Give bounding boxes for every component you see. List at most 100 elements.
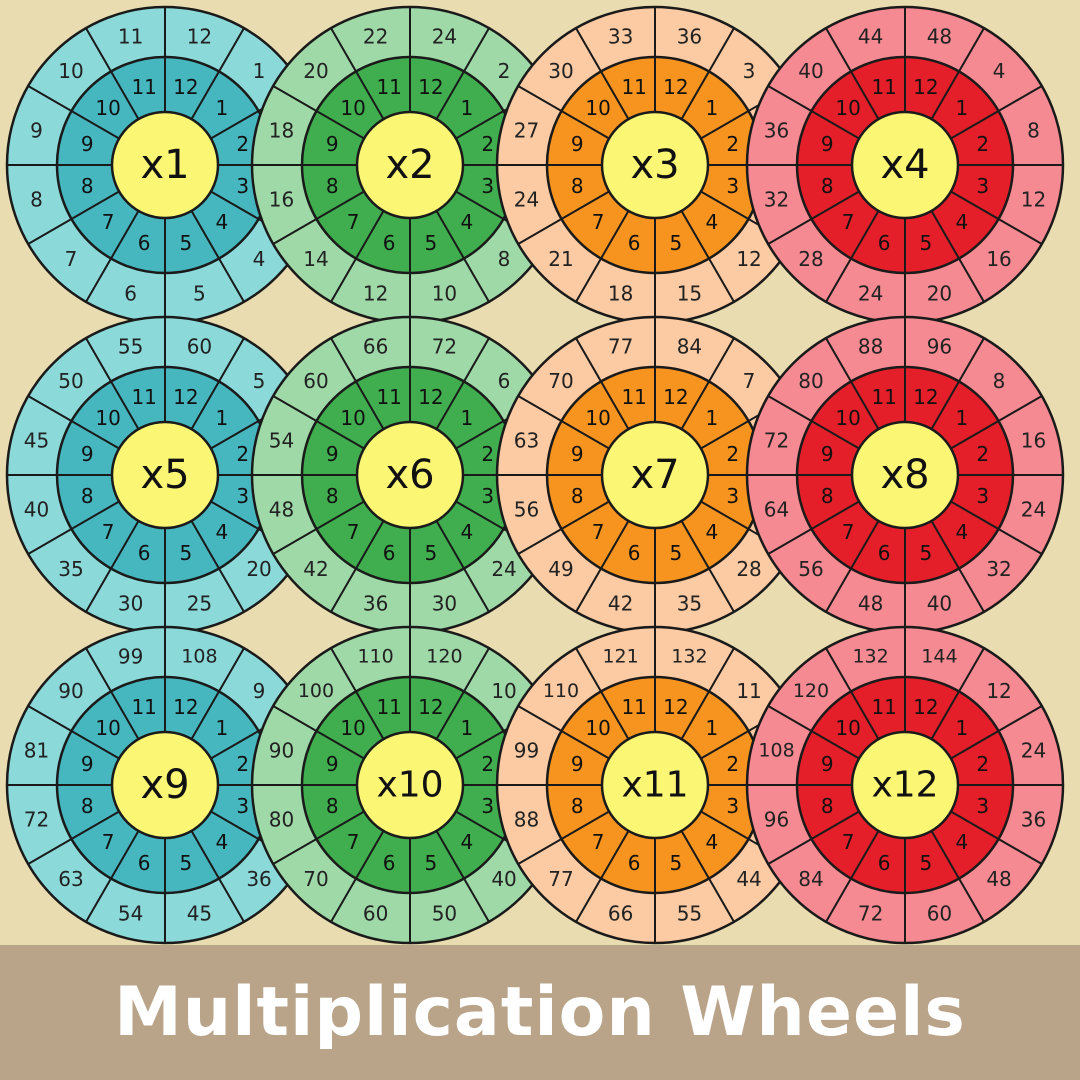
segment-divider xyxy=(680,647,735,740)
multiplier-number: 5 xyxy=(919,851,932,875)
multiplier-number: 3 xyxy=(236,174,249,198)
segment-divider xyxy=(85,337,140,430)
multiplier-number: 12 xyxy=(663,695,688,719)
segment-divider xyxy=(517,500,610,555)
multiplier-number: 6 xyxy=(878,231,891,255)
segment-divider xyxy=(435,27,490,120)
segment-divider xyxy=(825,27,880,120)
product-number: 12 xyxy=(187,25,212,49)
product-number: 45 xyxy=(24,429,49,453)
product-number: 24 xyxy=(1021,739,1046,763)
segment-divider xyxy=(825,520,880,613)
multiplier-number: 12 xyxy=(913,695,938,719)
multiplier-number: 2 xyxy=(481,442,494,466)
multiplier-number: 9 xyxy=(326,442,339,466)
product-number: 44 xyxy=(858,25,883,49)
multiplier-number: 11 xyxy=(871,385,896,409)
wheel-label: x11 xyxy=(621,765,688,806)
product-number: 25 xyxy=(187,591,212,615)
wheel-x5: 12123456789101160510152025303540455055x5 xyxy=(5,315,325,635)
multiplier-number: 12 xyxy=(173,385,198,409)
multiplier-number: 1 xyxy=(216,716,229,740)
multiplier-number: 1 xyxy=(216,406,229,430)
multiplier-number: 11 xyxy=(376,695,401,719)
segment-divider xyxy=(85,830,140,923)
wheel-label: x9 xyxy=(140,762,189,808)
product-number: 48 xyxy=(986,867,1011,891)
product-number: 80 xyxy=(269,807,294,831)
product-number: 36 xyxy=(764,119,789,143)
product-number: 24 xyxy=(432,25,457,49)
multiplier-number: 10 xyxy=(585,96,610,120)
segment-divider xyxy=(190,520,245,613)
segment-divider xyxy=(330,27,385,120)
multiplier-number: 3 xyxy=(976,484,989,508)
center-disc xyxy=(110,420,220,530)
product-number: 24 xyxy=(1021,497,1046,521)
wheel-label: x8 xyxy=(880,452,929,498)
product-number: 6 xyxy=(498,369,511,393)
multiplier-number: 8 xyxy=(571,484,584,508)
segment-divider xyxy=(435,647,490,740)
page-title: Multiplication Wheels xyxy=(114,973,966,1052)
multiplier-number: 9 xyxy=(821,752,834,776)
product-number: 60 xyxy=(363,901,388,925)
wheel-x6: 12123456789101172612182430364248546066x6 xyxy=(250,315,570,635)
product-number: 24 xyxy=(491,557,516,581)
product-number: 120 xyxy=(793,680,829,702)
multiplier-number: 7 xyxy=(842,210,855,234)
product-number: 90 xyxy=(58,679,83,703)
segment-divider xyxy=(575,520,630,613)
segment-divider xyxy=(85,647,140,740)
multiplier-number: 11 xyxy=(871,75,896,99)
product-number: 72 xyxy=(858,901,883,925)
product-number: 40 xyxy=(24,497,49,521)
segment-divider xyxy=(767,705,860,760)
product-number: 36 xyxy=(246,867,271,891)
segment-divider xyxy=(27,500,120,555)
product-number: 3 xyxy=(743,59,756,83)
multiplier-number: 5 xyxy=(179,231,192,255)
multiplier-number: 8 xyxy=(326,794,339,818)
segment-divider xyxy=(950,500,1043,555)
multiplier-number: 5 xyxy=(669,231,682,255)
product-number: 132 xyxy=(671,646,707,668)
wheel-label: x10 xyxy=(376,765,443,806)
segment-divider xyxy=(950,395,1043,450)
product-number: 84 xyxy=(677,335,702,359)
segment-divider xyxy=(190,337,245,430)
multiplier-number: 11 xyxy=(621,695,646,719)
multiplier-number: 6 xyxy=(878,541,891,565)
multiplier-number: 8 xyxy=(821,174,834,198)
product-number: 88 xyxy=(858,335,883,359)
multiplier-number: 9 xyxy=(81,752,94,776)
product-number: 77 xyxy=(548,867,573,891)
multiplier-number: 6 xyxy=(138,851,151,875)
multiplier-number: 2 xyxy=(236,442,249,466)
segment-divider xyxy=(767,395,860,450)
multiplier-number: 11 xyxy=(131,695,156,719)
product-number: 6 xyxy=(124,281,137,305)
multiplier-number: 12 xyxy=(663,385,688,409)
center-disc xyxy=(110,110,220,220)
product-number: 108 xyxy=(758,740,794,762)
multiplier-number: 1 xyxy=(461,96,474,120)
product-number: 16 xyxy=(1021,429,1046,453)
product-number: 48 xyxy=(269,497,294,521)
multiplier-number: 6 xyxy=(628,851,641,875)
multiplier-number: 5 xyxy=(669,851,682,875)
multiplier-number: 5 xyxy=(919,541,932,565)
segment-divider xyxy=(27,85,120,140)
multiplier-number: 8 xyxy=(81,174,94,198)
product-number: 27 xyxy=(514,119,539,143)
segment-divider xyxy=(435,830,490,923)
multiplier-number: 10 xyxy=(585,716,610,740)
product-number: 4 xyxy=(993,59,1006,83)
segment-divider xyxy=(680,520,735,613)
multiplier-number: 2 xyxy=(481,132,494,156)
multiplier-number: 7 xyxy=(842,520,855,544)
product-number: 50 xyxy=(58,369,83,393)
segment-divider xyxy=(767,190,860,245)
product-number: 60 xyxy=(303,369,328,393)
